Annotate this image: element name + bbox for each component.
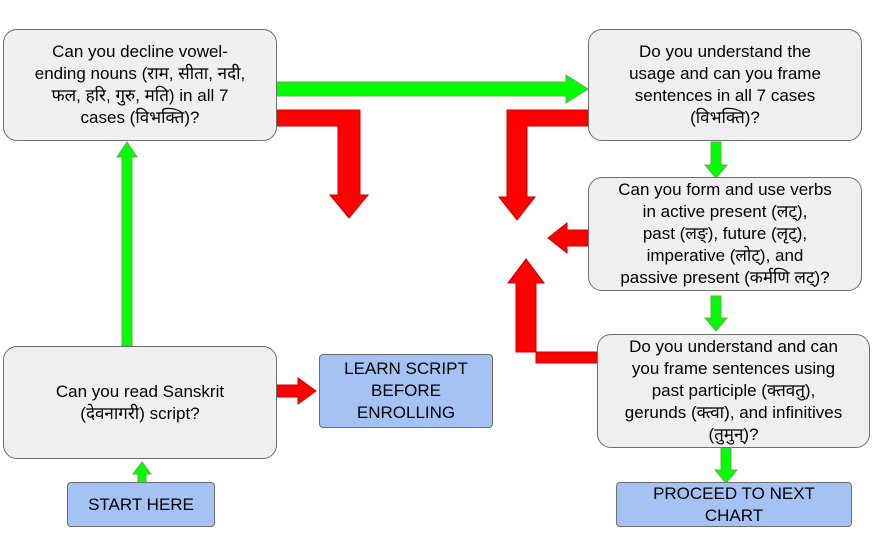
action-start-here: START HERE: [67, 482, 215, 527]
no-arrow-decline-no: [275, 109, 370, 219]
action-proceed-next-chart-text: PROCEED TO NEXT CHART: [653, 483, 815, 525]
yes-arrow-decline-to-usage: [275, 74, 589, 104]
question-verb-forms-text: Can you form and use verbs in active pre…: [618, 180, 832, 287]
yes-arrow-verbs-to-participles: [703, 295, 729, 332]
action-learn-script: LEARN SCRIPT BEFORE ENROLLING: [319, 354, 493, 428]
yes-arrow-usage-to-verbs: [703, 141, 729, 179]
question-participles-text: Do you understand and can you frame sent…: [624, 337, 843, 444]
yes-arrow-participles-to-proceed: [713, 447, 739, 484]
action-proceed-next-chart: PROCEED TO NEXT CHART: [616, 482, 852, 527]
question-read-script: Can you read Sanskrit (देवनागरी) script?: [3, 346, 277, 459]
question-case-usage: Do you understand the usage and can you …: [588, 29, 862, 141]
yes-arrow-read-to-decline: [116, 141, 138, 347]
yes-arrow-start-to-read: [132, 461, 152, 485]
no-arrow-read-to-learn: [276, 377, 317, 405]
no-arrow-verbs-no: [547, 221, 589, 255]
question-decline-nouns: Can you decline vowel- ending nouns (राम…: [3, 29, 277, 141]
question-decline-nouns-text: Can you decline vowel- ending nouns (राम…: [34, 42, 246, 127]
question-read-script-text: Can you read Sanskrit (देवनागरी) script?: [55, 381, 225, 423]
no-arrow-usage-no: [497, 109, 589, 221]
question-case-usage-text: Do you understand the usage and can you …: [629, 42, 821, 127]
action-start-here-text: START HERE: [88, 494, 194, 514]
question-participles: Do you understand and can you frame sent…: [597, 334, 870, 448]
question-verb-forms: Can you form and use verbs in active pre…: [588, 177, 862, 291]
no-arrow-participles-no: [507, 258, 599, 364]
action-learn-script-text: LEARN SCRIPT BEFORE ENROLLING: [344, 359, 468, 422]
